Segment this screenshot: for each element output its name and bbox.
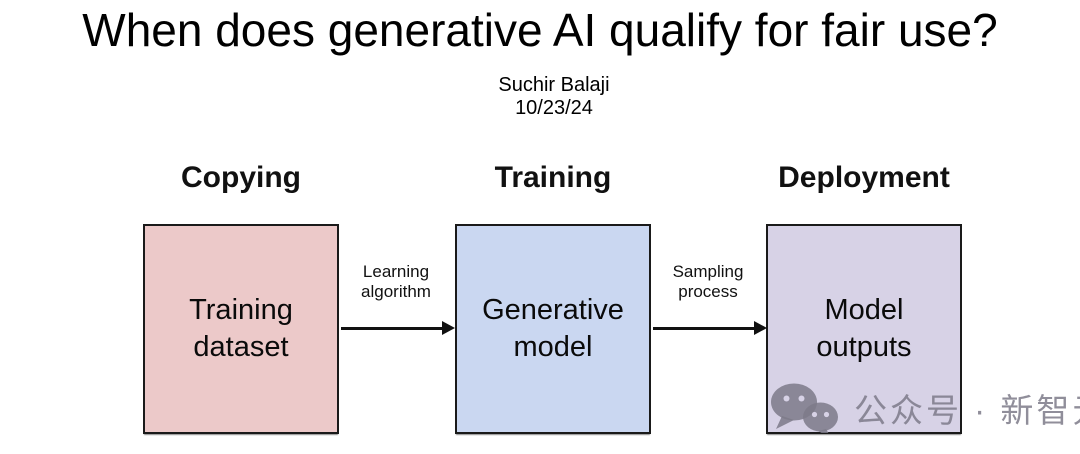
- arrow-copying-to-training: [341, 327, 444, 330]
- arrow-training-to-deployment: [653, 327, 756, 330]
- wechat-icon: [768, 383, 842, 433]
- arrowhead-icon: [442, 321, 455, 335]
- sampling-process-label: Sampling process: [672, 262, 744, 301]
- slide-subtitle: Suchir Balaji 10/23/24: [254, 74, 854, 120]
- generative-model-box: Generative model: [455, 224, 651, 434]
- author-name: Suchir Balaji: [498, 74, 610, 96]
- watermark: 公众号 · 新智元: [768, 383, 1080, 433]
- stage-heading-training: Training: [494, 161, 612, 194]
- learning-algorithm-label: Learning algorithm: [361, 262, 431, 301]
- training-dataset-box: Training dataset: [143, 224, 339, 434]
- stage-heading-deployment: Deployment: [778, 161, 950, 194]
- date-text: 10/23/24: [515, 97, 593, 119]
- stage-heading-copying: Copying: [181, 161, 301, 194]
- slide-title: When does generative AI qualify for fair…: [82, 4, 998, 56]
- watermark-text: 公众号 · 新智元: [854, 392, 1080, 429]
- arrowhead-icon: [754, 321, 767, 335]
